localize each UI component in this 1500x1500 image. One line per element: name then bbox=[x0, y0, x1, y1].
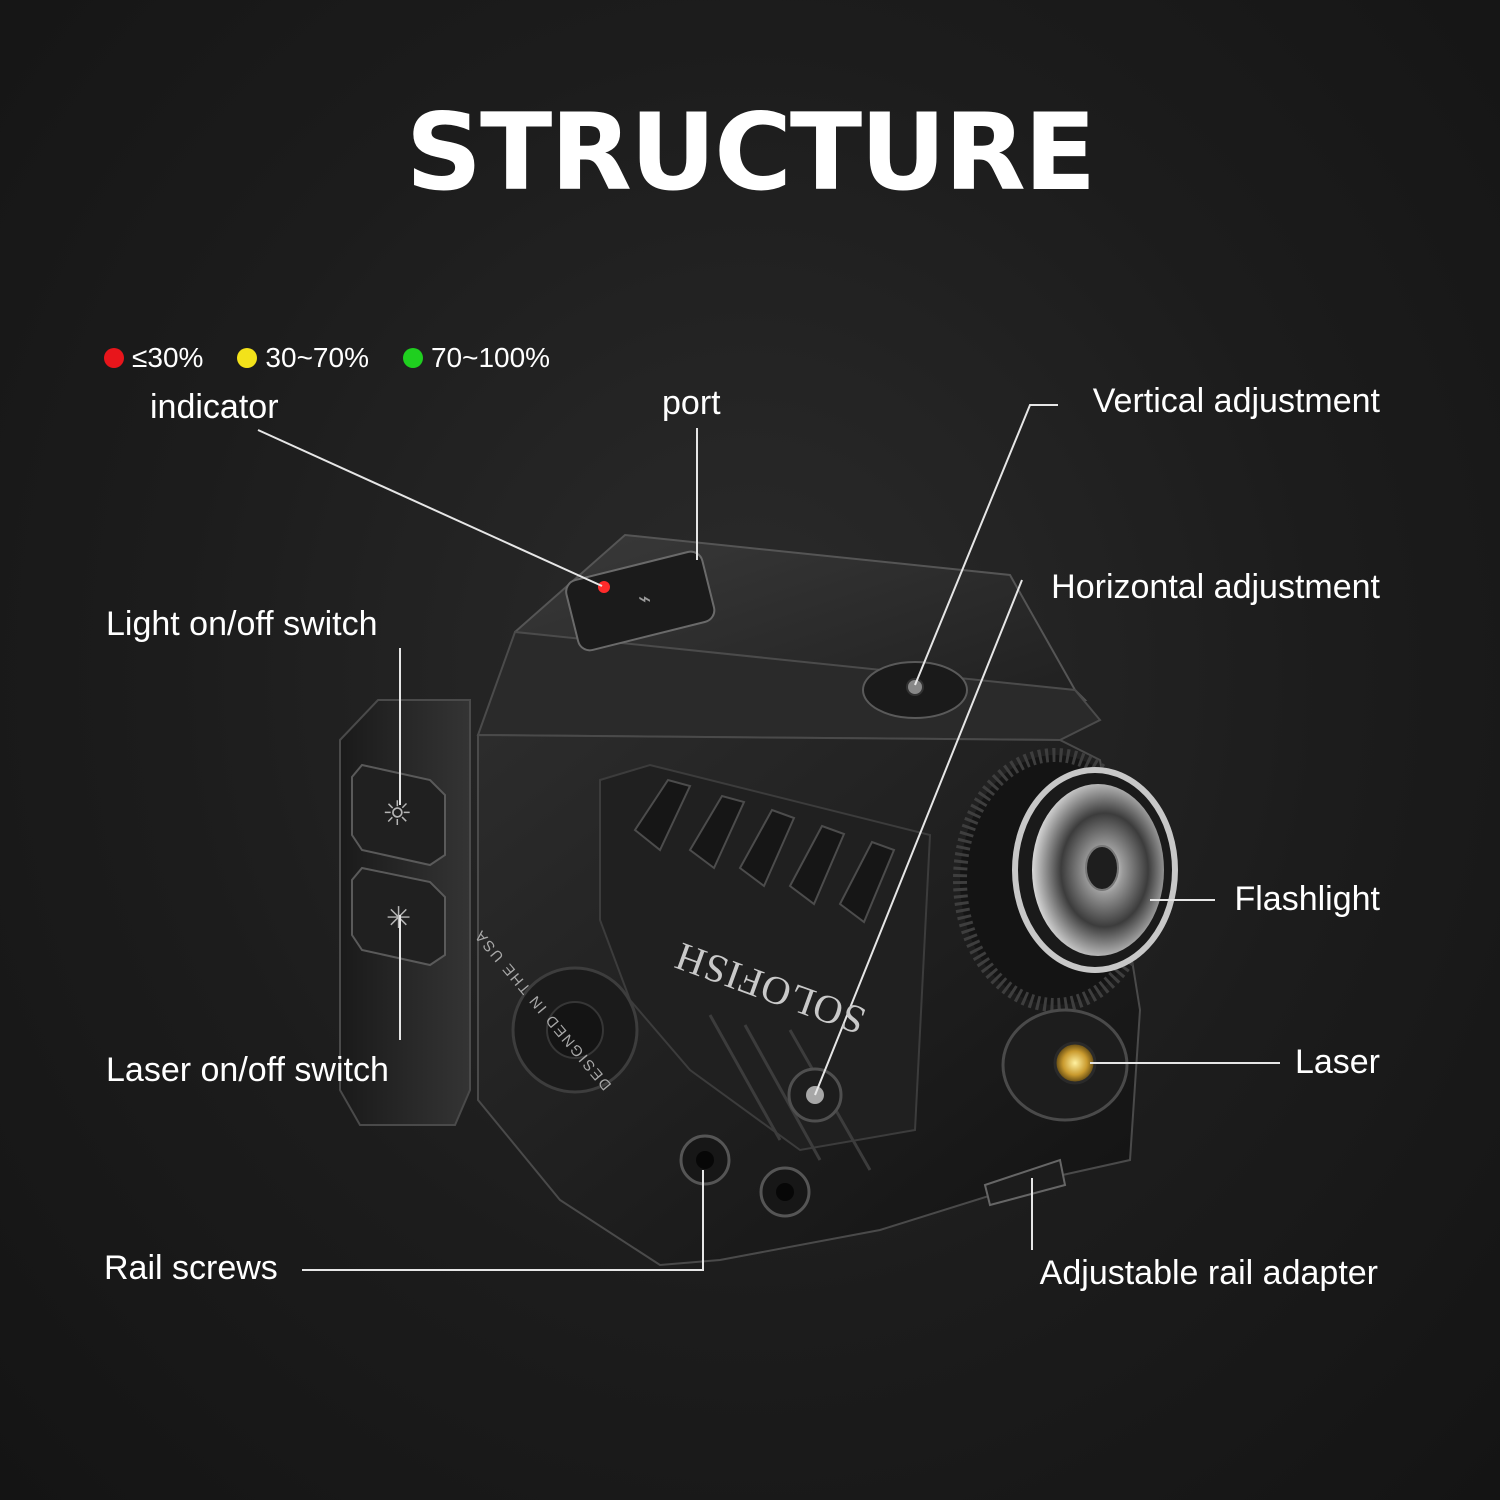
legend-label-mid: 30~70% bbox=[265, 342, 369, 373]
leader-horizontal bbox=[814, 579, 1023, 1096]
laser-switch-button bbox=[351, 866, 446, 967]
indicator-led bbox=[598, 581, 610, 593]
flashlight-led bbox=[1085, 845, 1119, 891]
leader-vertical bbox=[914, 404, 1058, 686]
legend-item-low: ≤30% bbox=[104, 344, 203, 372]
usb-icon: ⌁ bbox=[638, 587, 651, 612]
label-port: port bbox=[662, 384, 721, 422]
laser-aperture bbox=[1053, 1041, 1097, 1085]
legend-label-high: 70~100% bbox=[430, 342, 551, 373]
label-flashlight: Flashlight bbox=[1234, 880, 1380, 918]
label-laser: Laser bbox=[1294, 1043, 1380, 1081]
leader-indicator bbox=[257, 429, 603, 587]
flashlight-laser-body: ⌁ ☼ ✳ bbox=[339, 533, 1178, 1267]
light-switch-button bbox=[351, 763, 446, 867]
vertical-screw-hole bbox=[906, 678, 924, 696]
legend-item-mid: 30~70% bbox=[237, 344, 369, 372]
charging-port-cover bbox=[565, 550, 716, 652]
legend-item-high: 70~100% bbox=[402, 342, 551, 373]
medallion-center bbox=[546, 1001, 604, 1059]
rail-screw-right-hole bbox=[776, 1183, 794, 1201]
red-dot-icon bbox=[104, 348, 124, 368]
label-horizontal-adjustment: Horizontal adjustment bbox=[1051, 568, 1380, 606]
label-rail-screws: Rail screws bbox=[104, 1249, 278, 1287]
grip-ribs bbox=[633, 778, 896, 924]
rail-screw-left-hole bbox=[696, 1151, 714, 1169]
raised-plate bbox=[599, 763, 932, 1152]
yellow-dot-icon bbox=[237, 348, 258, 368]
legend-label-low: ≤30% bbox=[132, 342, 204, 373]
page-title: STRUCTURE bbox=[405, 91, 1097, 214]
rail-adapter bbox=[983, 1158, 1067, 1207]
battery-legend: ≤30% 30~70% 70~100% bbox=[104, 344, 584, 372]
label-laser-switch: Laser on/off switch bbox=[106, 1051, 389, 1089]
label-rail-adapter: Adjustable rail adapter bbox=[1039, 1254, 1378, 1292]
label-indicator: indicator bbox=[150, 388, 279, 426]
laser-burst-icon: ✳ bbox=[386, 901, 411, 936]
label-vertical-adjustment: Vertical adjustment bbox=[1092, 382, 1380, 420]
leader-lines bbox=[257, 404, 1280, 1271]
sun-icon: ☼ bbox=[382, 794, 412, 834]
leader-rail-screws bbox=[302, 1170, 704, 1271]
green-dot-icon bbox=[402, 348, 423, 368]
label-light-switch: Light on/off switch bbox=[106, 605, 378, 643]
